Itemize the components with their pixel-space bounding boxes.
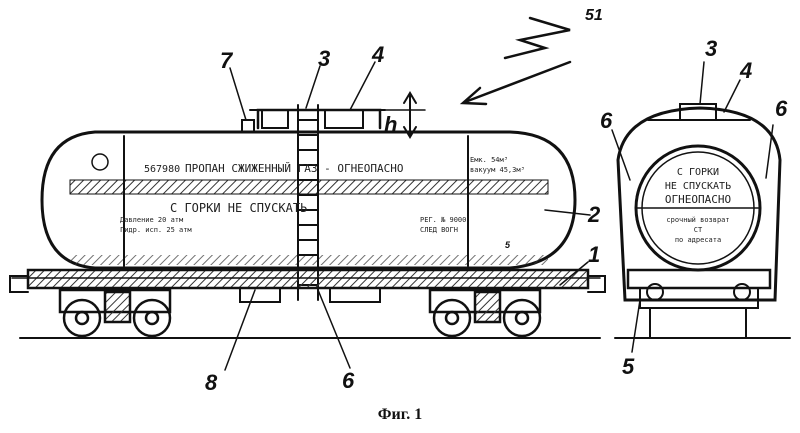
tank-number: 567980 — [144, 164, 180, 175]
label-8: 8 — [205, 370, 218, 395]
left-bogie — [58, 288, 172, 338]
product-name: ПРОПАН СЖИЖЕННЫЙ ГАЗ - ОГНЕОПАСНО — [185, 162, 404, 175]
end-label-5: 5 — [622, 354, 635, 379]
end-bogie — [639, 283, 759, 339]
end-inscriptions: С ГОРКИ НЕ СПУСКАТЬ ОГНЕОПАСНО срочный в… — [665, 167, 731, 244]
end-frame — [626, 268, 772, 290]
label-3: 3 — [318, 46, 330, 71]
reference-labels: 51 7 3 4 h 2 1 8 6 5 3 4 6 6 5 — [205, 7, 788, 395]
underframe-box — [329, 287, 381, 303]
end-label-3: 3 — [705, 36, 717, 61]
end-label-4: 4 — [739, 58, 752, 83]
side-view — [9, 16, 606, 371]
end-text-3: ОГНЕОПАСНО — [665, 193, 731, 206]
hatched-stripe — [69, 179, 549, 195]
dome-hatch-right — [324, 109, 364, 129]
label-1: 1 — [588, 242, 600, 267]
depot-text: СЛЕД ВОГН — [420, 226, 458, 234]
warning-text: С ГОРКИ НЕ СПУСКАТЬ — [170, 201, 307, 215]
vacuum-text: вакуум 45,3м³ — [470, 166, 525, 174]
dome-hatch-left — [261, 109, 289, 129]
left-coupler — [9, 275, 29, 293]
label-5-side: 5 — [505, 240, 511, 250]
right-coupler — [587, 275, 606, 293]
end-view — [611, 61, 791, 353]
reg-number-text: РЕГ. № 9000 — [420, 216, 466, 224]
emblem — [91, 153, 109, 171]
end-text-5: СТ — [694, 226, 703, 234]
label-6: 6 — [342, 368, 355, 393]
end-label-6-left: 6 — [600, 108, 613, 133]
view-arrow — [459, 16, 572, 106]
right-bogie — [428, 288, 542, 338]
figure-caption: Фиг. 1 — [377, 406, 423, 423]
end-text-2: НЕ СПУСКАТЬ — [665, 181, 731, 192]
label-2: 2 — [587, 202, 601, 227]
label-4: 4 — [371, 42, 384, 67]
valve — [241, 119, 255, 133]
tank-barrel — [40, 130, 577, 270]
chassis-frame — [26, 268, 590, 290]
end-dome — [679, 103, 717, 121]
end-text-4: срочный возврат — [666, 216, 729, 224]
underframe-box — [239, 287, 281, 303]
label-51: 51 — [585, 7, 603, 24]
end-text-1: С ГОРКИ — [677, 167, 719, 178]
label-h: h — [384, 112, 397, 137]
leader-lines — [224, 61, 591, 371]
end-leader-lines — [611, 61, 774, 353]
h-dimension — [379, 91, 426, 139]
label-7: 7 — [220, 48, 234, 73]
end-text-6: по адресата — [675, 236, 721, 244]
pressure-text: Давление 20 атм — [120, 216, 184, 224]
bottom-band — [70, 255, 548, 265]
volume-text: Емк. 54м³ — [470, 156, 508, 164]
hydro-test-text: Гидр. исп. 25 атм — [120, 226, 192, 234]
end-label-6-right: 6 — [775, 96, 788, 121]
side-inscriptions: 567980 ПРОПАН СЖИЖЕННЫЙ ГАЗ - ОГНЕОПАСНО… — [120, 156, 525, 234]
end-body-outline — [616, 106, 782, 302]
